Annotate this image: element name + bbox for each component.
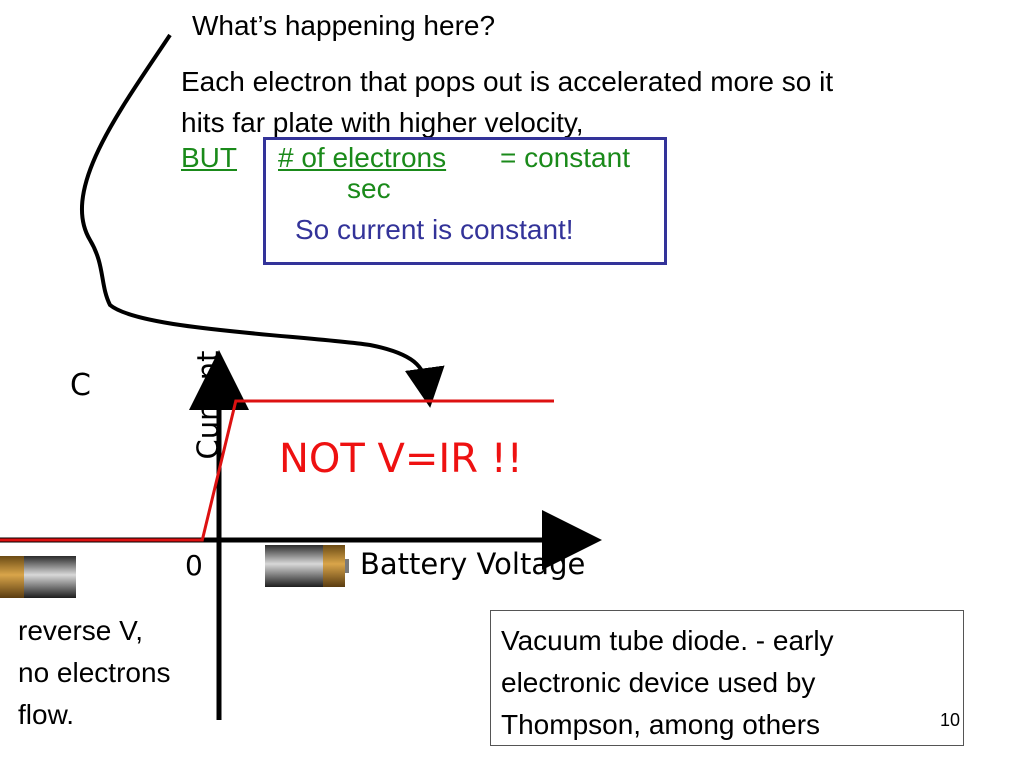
vacuum-tube-text: Vacuum tube diode. - early electronic de… <box>501 620 834 746</box>
explanation-text: Each electron that pops out is accelerat… <box>181 61 833 143</box>
fraction-numerator: # of electrons <box>278 142 447 173</box>
battery-icon <box>265 545 349 587</box>
chart-annotation: NOT V=IR !! <box>279 436 523 482</box>
series-layer <box>0 399 554 542</box>
reverse-note-line: reverse V, <box>18 615 144 646</box>
battery-icon <box>0 556 76 598</box>
reverse-note-line: flow. <box>18 699 75 730</box>
reverse-note: reverse V, no electrons flow. <box>18 610 171 736</box>
vacuum-tube-line: Thompson, among others <box>501 709 821 740</box>
reverse-note-line: no electrons <box>18 657 171 688</box>
origin-label: 0 <box>185 549 203 582</box>
y-axis-letter: C <box>70 368 91 403</box>
y-axis-label: Current <box>191 350 225 460</box>
but-label: BUT <box>181 142 237 173</box>
slide-number: 10 <box>940 710 961 730</box>
fraction-equals: = constant <box>500 142 630 173</box>
x-axis-label: Battery Voltage <box>360 547 586 581</box>
slide-title: What’s happening here? <box>192 10 496 41</box>
series-line-0 <box>0 399 554 542</box>
explanation-line: Each electron that pops out is accelerat… <box>181 66 834 97</box>
box-note: So current is constant! <box>295 214 574 245</box>
fraction-denominator: sec <box>347 173 391 204</box>
constant-box <box>263 137 667 265</box>
explanation-line: hits far plate with higher velocity, <box>181 107 584 138</box>
vacuum-tube-box <box>490 610 964 746</box>
vacuum-tube-line: electronic device used by <box>501 667 816 698</box>
vacuum-tube-line: Vacuum tube diode. - early <box>501 625 834 656</box>
pointer-curve-path <box>79 33 445 408</box>
